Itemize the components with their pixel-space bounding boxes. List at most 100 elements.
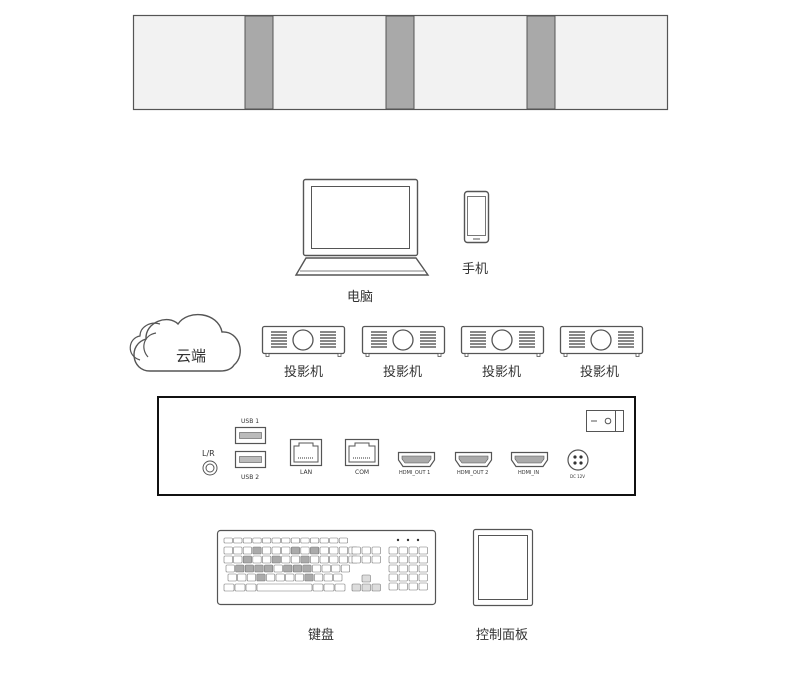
key: [242, 555, 252, 564]
key: [408, 564, 418, 573]
key: [252, 537, 262, 544]
key: [388, 564, 398, 573]
key: [408, 573, 418, 582]
key: [262, 555, 272, 564]
projector-icon-2: [361, 325, 446, 357]
key: [290, 537, 300, 544]
projector-icon-3: [460, 325, 545, 357]
key: [319, 555, 329, 564]
usb2-label: USB 2: [241, 474, 260, 481]
key: [273, 564, 283, 573]
key: [371, 555, 381, 564]
key: [302, 564, 312, 573]
key: [256, 573, 266, 582]
blend-zone-1: [244, 15, 274, 110]
audio-label: L/R: [202, 449, 215, 458]
projector-icon-4: [559, 325, 644, 357]
key: [319, 546, 329, 555]
key: [271, 555, 281, 564]
key: [300, 546, 310, 555]
key: [348, 546, 358, 555]
projector-icon-1: [261, 325, 346, 357]
key: [361, 546, 371, 555]
dc-label: DC 12V: [570, 474, 585, 479]
key: [361, 555, 371, 564]
key: [234, 583, 246, 592]
key: [314, 573, 324, 582]
key: [319, 537, 329, 544]
key: [294, 573, 304, 582]
key: [281, 546, 291, 555]
key: [242, 546, 252, 555]
key: [398, 555, 408, 564]
key: [418, 555, 428, 564]
hdmi-out1-label: HDMI_OUT 1: [399, 470, 431, 476]
usb1-label: USB 1: [241, 418, 260, 425]
key: [333, 573, 343, 582]
keyboard-label: 键盘: [308, 628, 335, 643]
key: [237, 573, 247, 582]
key: [398, 573, 408, 582]
key: [408, 546, 418, 555]
key: [408, 555, 418, 564]
hdmi-in-label: HDMI_IN: [518, 470, 540, 476]
key: [361, 583, 371, 592]
key: [388, 582, 398, 591]
key: [223, 583, 235, 592]
key: [323, 583, 335, 592]
key: [418, 582, 428, 591]
key: [321, 564, 331, 573]
key: [398, 546, 408, 555]
key: [310, 537, 320, 544]
key: [418, 546, 428, 555]
key: [245, 583, 257, 592]
key: [310, 555, 320, 564]
key: [290, 555, 300, 564]
key: [227, 573, 237, 582]
key: [338, 546, 348, 555]
key: [271, 537, 281, 544]
key: [264, 564, 274, 573]
tablet-label: 控制面板: [476, 628, 529, 643]
key: [398, 564, 408, 573]
key: [323, 573, 333, 582]
rear-panel: [157, 396, 636, 496]
key: [233, 537, 243, 544]
laptop-label: 电脑: [347, 290, 374, 305]
key: [348, 555, 358, 564]
cloud-label: 云端: [176, 347, 207, 365]
key: [271, 546, 281, 555]
key: [351, 546, 361, 555]
projector-label-1: 投影机: [284, 365, 324, 380]
key: [233, 546, 243, 555]
key: [281, 555, 291, 564]
key: [275, 573, 285, 582]
key: [300, 555, 310, 564]
key: [338, 555, 348, 564]
key: [262, 537, 272, 544]
key: [340, 564, 350, 573]
key: [254, 564, 264, 573]
key: [223, 537, 233, 544]
key: [312, 564, 322, 573]
key: [351, 555, 361, 564]
lan-label: LAN: [300, 469, 313, 476]
key: [223, 555, 233, 564]
key: [418, 564, 428, 573]
key: [246, 573, 256, 582]
key: [408, 582, 418, 591]
key: [351, 583, 361, 592]
key: [281, 537, 291, 544]
key: [310, 546, 320, 555]
key: [312, 583, 324, 592]
key: [225, 564, 235, 573]
key: [262, 546, 272, 555]
key: [242, 537, 252, 544]
key: [398, 582, 408, 591]
key: [252, 546, 262, 555]
key: [388, 546, 398, 555]
key: [256, 583, 313, 592]
key: [244, 564, 254, 573]
key: [388, 555, 398, 564]
key: [371, 546, 381, 555]
